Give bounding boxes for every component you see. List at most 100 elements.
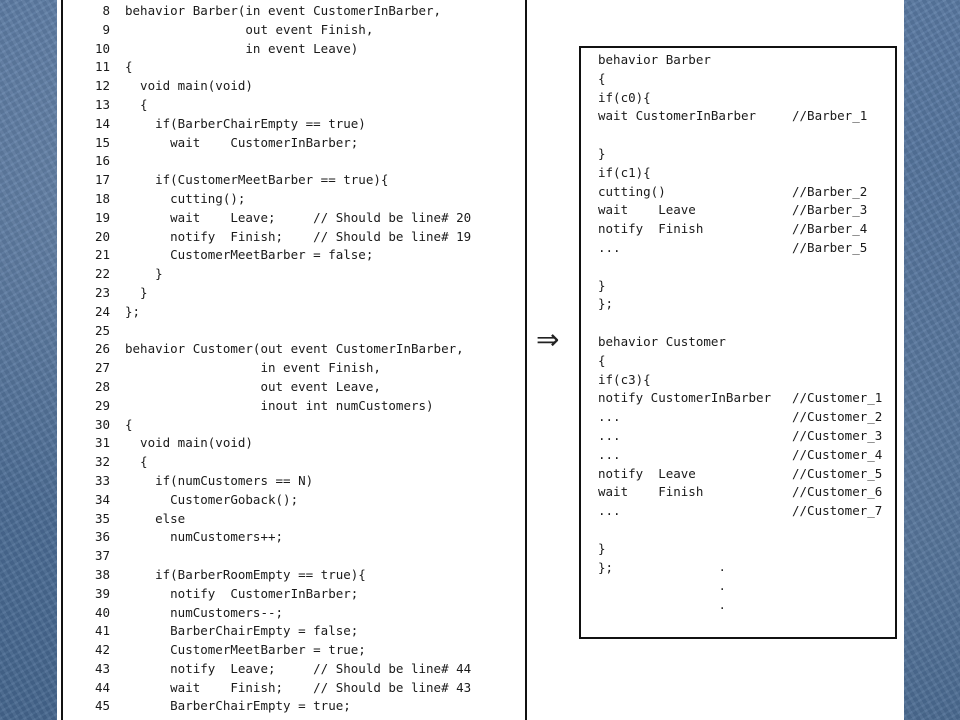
abstract-code-text: { bbox=[598, 352, 606, 368]
abstract-code-text: } bbox=[598, 145, 606, 161]
line-number: 28 bbox=[94, 378, 110, 394]
code-text: numCustomers--; bbox=[125, 604, 284, 620]
line-number: 31 bbox=[94, 435, 110, 451]
code-line: 30{ bbox=[66, 416, 521, 435]
code-text: } bbox=[125, 266, 163, 282]
code-line: 11{ bbox=[66, 58, 521, 77]
code-text: BarberChairEmpty = false; bbox=[125, 623, 359, 639]
code-text: wait CustomerInBarber; bbox=[125, 134, 359, 150]
segment-label-comment: //Customer_5 bbox=[792, 465, 883, 481]
line-number: 41 bbox=[94, 623, 110, 639]
line-number: 32 bbox=[94, 454, 110, 470]
abstract-code-text: } bbox=[598, 540, 606, 556]
line-number: 26 bbox=[94, 341, 110, 357]
code-line: 24}; bbox=[66, 303, 521, 322]
code-text: else bbox=[125, 510, 186, 526]
original-code-listing: 8 behavior Barber(in event CustomerInBarb… bbox=[66, 2, 521, 716]
line-number: 8 bbox=[102, 3, 110, 18]
abstract-code-text: wait CustomerInBarber bbox=[598, 108, 757, 124]
abstract-code-text: ... bbox=[598, 427, 621, 443]
code-line: 10 in event Leave) bbox=[66, 40, 521, 59]
line-number: 21 bbox=[94, 247, 110, 263]
line-number: 42 bbox=[94, 642, 110, 658]
code-text: notify CustomerInBarber; bbox=[125, 585, 359, 601]
column-divider-line bbox=[525, 0, 527, 720]
code-text: CustomerMeetBarber = false; bbox=[125, 247, 374, 263]
code-text: } bbox=[125, 284, 148, 300]
line-number: 36 bbox=[94, 529, 110, 545]
code-line: 20 notify Finish; // Should be line# 19 bbox=[66, 228, 521, 247]
abstract-code-text: } bbox=[598, 277, 606, 293]
line-number: 19 bbox=[94, 209, 110, 225]
abstract-code-text: }; bbox=[598, 296, 614, 312]
code-line: 36 numCustomers++; bbox=[66, 528, 521, 547]
abstract-code-text: if(c1){ bbox=[598, 164, 651, 180]
abstract-code-text: notify Leave bbox=[598, 465, 696, 481]
code-text: notify Leave; // Should be line# 44 bbox=[125, 660, 472, 676]
code-text: in event Leave) bbox=[125, 40, 359, 56]
line-number: 9 bbox=[102, 21, 110, 37]
left-border-line bbox=[61, 0, 63, 720]
code-text: { bbox=[125, 96, 148, 112]
abstract-code-text: behavior Barber bbox=[598, 52, 711, 67]
code-text: behavior Barber(in event CustomerInBarbe… bbox=[125, 3, 442, 18]
abstract-code-text: cutting() bbox=[598, 183, 666, 199]
code-line: 21 CustomerMeetBarber = false; bbox=[66, 246, 521, 265]
abstract-code-text: ... bbox=[598, 446, 621, 462]
line-number: 23 bbox=[94, 284, 110, 300]
code-line: 23 } bbox=[66, 284, 521, 303]
line-number: 40 bbox=[94, 604, 110, 620]
line-number: 37 bbox=[94, 548, 110, 564]
code-text: void main(void) bbox=[125, 78, 253, 94]
segment-label-comment: //Barber_3 bbox=[792, 202, 868, 218]
code-line: 29 inout int numCustomers) bbox=[66, 397, 521, 416]
line-number: 17 bbox=[94, 172, 110, 188]
abstract-code-text: if(c0){ bbox=[598, 89, 651, 105]
code-line: 43 notify Leave; // Should be line# 44 bbox=[66, 660, 521, 679]
code-text: if(CustomerMeetBarber == true){ bbox=[125, 172, 389, 188]
continuation-dot: . bbox=[720, 597, 725, 613]
code-line: 28 out event Leave, bbox=[66, 378, 521, 397]
code-text: in event Finish, bbox=[125, 360, 381, 376]
code-line: 27 in event Finish, bbox=[66, 359, 521, 378]
code-text: }; bbox=[125, 303, 141, 319]
line-number: 44 bbox=[94, 679, 110, 695]
line-number: 34 bbox=[94, 491, 110, 507]
code-line: 18 cutting(); bbox=[66, 190, 521, 209]
abstract-code-text: }; bbox=[598, 559, 614, 575]
line-number: 16 bbox=[94, 153, 110, 169]
transformation-arrow: ⇒ bbox=[536, 323, 560, 356]
line-number: 29 bbox=[94, 397, 110, 413]
code-text: { bbox=[125, 454, 148, 470]
segment-label-comment: //Barber_5 bbox=[792, 239, 868, 255]
code-line: 25 bbox=[66, 322, 521, 341]
code-text: notify Finish; // Should be line# 19 bbox=[125, 228, 472, 244]
code-text: if(BarberRoomEmpty == true){ bbox=[125, 566, 366, 582]
line-number: 24 bbox=[94, 303, 110, 319]
code-text: out event Leave, bbox=[125, 378, 381, 394]
code-line: 42 CustomerMeetBarber = true; bbox=[66, 641, 521, 660]
line-number: 38 bbox=[94, 566, 110, 582]
segment-label-comment: //Barber_1 bbox=[792, 108, 868, 124]
code-line: 22 } bbox=[66, 265, 521, 284]
abstracted-code-box: behavior Barber { if(c0){ wait CustomerInBa… bbox=[579, 46, 897, 639]
code-line: 19 wait Leave; // Should be line# 20 bbox=[66, 209, 521, 228]
line-number: 20 bbox=[94, 228, 110, 244]
code-line: 41 BarberChairEmpty = false; bbox=[66, 622, 521, 641]
code-text: { bbox=[125, 59, 133, 75]
code-text: BarberChairEmpty = true; bbox=[125, 698, 351, 714]
code-line: 40 numCustomers--; bbox=[66, 604, 521, 623]
abstract-code-text: notify CustomerInBarber bbox=[598, 390, 772, 406]
line-number: 22 bbox=[94, 266, 110, 282]
code-text: cutting(); bbox=[125, 190, 246, 206]
continuation-dot: . bbox=[720, 559, 725, 575]
continuation-dot: . bbox=[720, 578, 725, 594]
line-number: 18 bbox=[94, 190, 110, 206]
line-number: 30 bbox=[94, 416, 110, 432]
line-number: 12 bbox=[94, 78, 110, 94]
code-line: 45 BarberChairEmpty = true; bbox=[66, 697, 521, 716]
segment-label-comment: //Customer_4 bbox=[792, 446, 883, 462]
code-text: inout int numCustomers) bbox=[125, 397, 434, 413]
abstract-code-text: ... bbox=[598, 239, 621, 255]
